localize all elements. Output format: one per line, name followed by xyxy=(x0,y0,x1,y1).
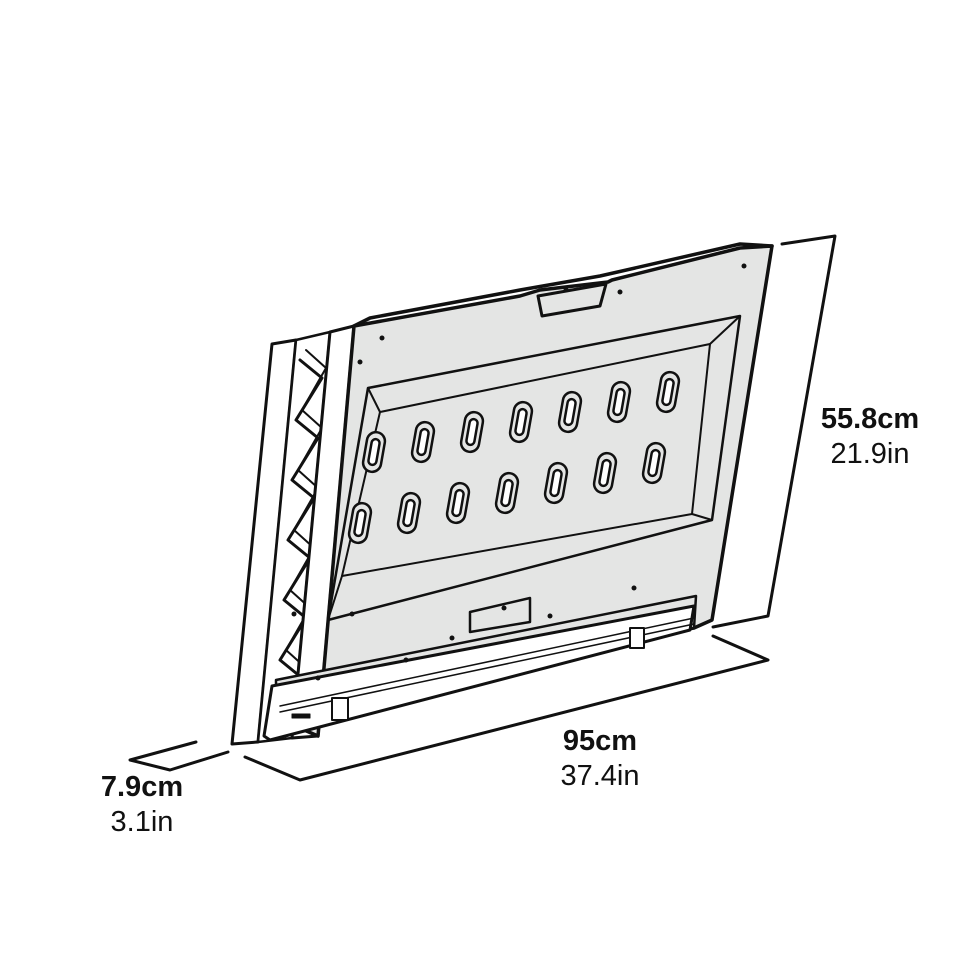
height-dimension-line xyxy=(711,234,837,629)
width-label: 95cm 37.4in xyxy=(540,724,660,794)
width-metric: 95cm xyxy=(562,725,638,757)
depth-label: 7.9cm 3.1in xyxy=(84,770,200,840)
height-metric: 55.8cm xyxy=(820,403,920,435)
height-label: 55.8cm 21.9in xyxy=(806,402,934,472)
height-imperial: 21.9in xyxy=(830,437,910,470)
depth-metric: 7.9cm xyxy=(100,771,184,803)
bottom-tab xyxy=(468,596,532,634)
width-dimension-line xyxy=(243,634,770,782)
depth-dimension-line xyxy=(128,740,230,772)
bracket-right xyxy=(629,627,645,649)
mounting-slots xyxy=(347,370,681,545)
bracket-left xyxy=(331,697,349,721)
width-imperial: 37.4in xyxy=(560,759,640,792)
top-handle-notch xyxy=(536,282,608,318)
screw-dots xyxy=(291,263,747,681)
depth-imperial: 3.1in xyxy=(110,805,174,838)
rail-zigzag xyxy=(274,358,324,722)
label-plate xyxy=(291,713,311,719)
bottom-base xyxy=(262,604,696,742)
